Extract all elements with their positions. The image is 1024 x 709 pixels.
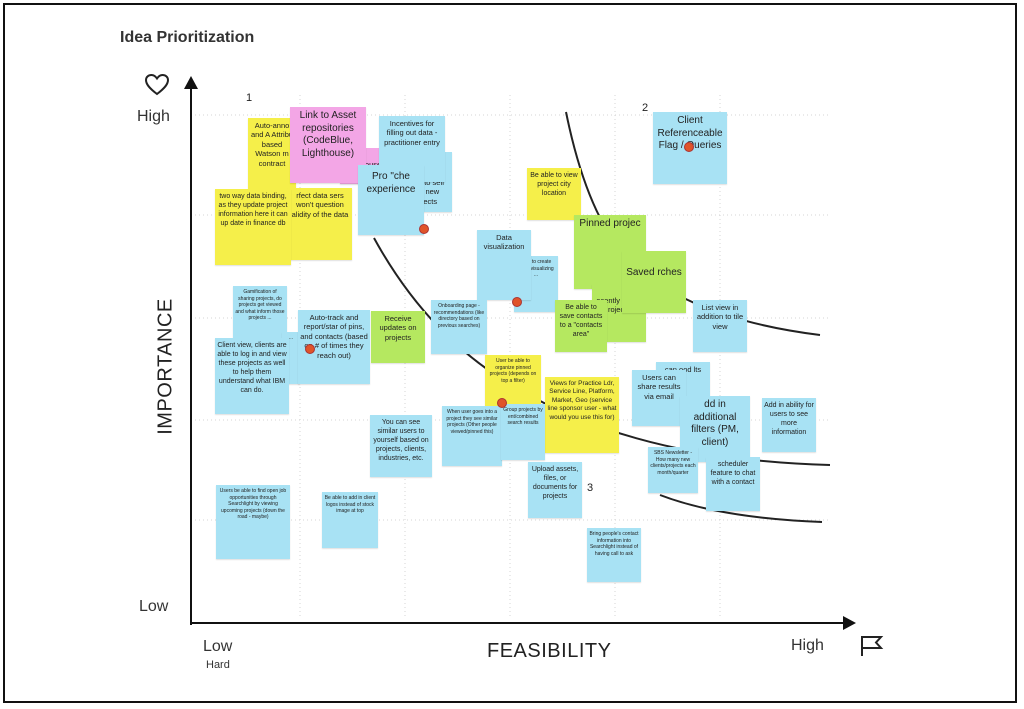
sticky-note[interactable]: rfect data sers won't question alidity o… bbox=[288, 188, 352, 260]
sticky-note[interactable]: Gamification of sharing projects, do pro… bbox=[233, 286, 287, 340]
sticky-note[interactable]: You can see similar users to yourself ba… bbox=[370, 415, 432, 477]
sticky-note[interactable]: User be able to organize pinned projects… bbox=[485, 355, 541, 411]
curve-bottom bbox=[659, 494, 823, 523]
y-axis-title: IMPORTANCE bbox=[154, 298, 177, 435]
sticky-note[interactable]: Users be able to find open job opportuni… bbox=[216, 485, 290, 559]
x-axis bbox=[191, 622, 846, 624]
vote-dot bbox=[305, 344, 315, 354]
x-low-label: Low bbox=[203, 638, 233, 655]
sticky-note[interactable]: Group projects by ent/combined search re… bbox=[501, 404, 545, 460]
sticky-note[interactable]: When user goes into a project they see s… bbox=[442, 406, 502, 466]
sticky-note[interactable]: List view in addition to tile view bbox=[693, 300, 747, 352]
y-high-label: High bbox=[137, 108, 170, 125]
sticky-note[interactable]: Onboarding page - recommendations (like … bbox=[431, 300, 487, 354]
vote-dot bbox=[684, 142, 694, 152]
quadrant-label-2: 2 bbox=[642, 102, 649, 114]
sticky-note[interactable]: SBS Newsletter - How many new clients/pr… bbox=[648, 447, 698, 493]
sticky-note[interactable]: Be able to add in client logos instead o… bbox=[322, 492, 378, 548]
quadrant-label-3: 3 bbox=[587, 482, 594, 494]
heart-icon bbox=[145, 74, 169, 96]
sticky-note[interactable]: Data visualization bbox=[477, 230, 531, 300]
sticky-note[interactable]: Views for Practice Ldr, Service Line, Pl… bbox=[545, 377, 619, 453]
sticky-note[interactable]: Link to Asset repositories (CodeBlue, Li… bbox=[290, 107, 366, 183]
sticky-note[interactable]: Be able to save contacts to a "contacts … bbox=[555, 300, 607, 352]
sticky-note[interactable]: Receive updates on projects bbox=[371, 311, 425, 363]
page-title: Idea Prioritization bbox=[120, 29, 255, 46]
quadrant-label-1: 1 bbox=[246, 92, 253, 104]
sticky-note[interactable]: two way data binding, as they update pro… bbox=[215, 189, 291, 265]
x-low-sublabel: Hard bbox=[206, 659, 230, 671]
y-low-label: Low bbox=[139, 598, 169, 615]
sticky-note[interactable]: Saved rches bbox=[622, 251, 686, 313]
sticky-note[interactable]: Upload assets, files, or documents for p… bbox=[528, 462, 582, 518]
sticky-note[interactable]: Users can share results via email bbox=[632, 370, 686, 426]
vote-dot bbox=[419, 224, 429, 234]
sticky-note[interactable]: scheduler feature to chat with a contact bbox=[706, 457, 760, 511]
sticky-note[interactable]: Auto-anno and A Attribu based Watson m c… bbox=[248, 118, 296, 190]
sticky-note[interactable]: Add in ability for users to see more inf… bbox=[762, 398, 816, 452]
sticky-note[interactable]: Be able to view project city location bbox=[527, 168, 581, 220]
vote-dot bbox=[512, 297, 522, 307]
sticky-note[interactable]: Pro "che experience bbox=[358, 165, 424, 235]
x-axis-title: FEASIBILITY bbox=[487, 640, 612, 662]
y-axis-arrow bbox=[184, 76, 198, 89]
vote-dot bbox=[497, 398, 507, 408]
sticky-note[interactable]: Client view, clients are able to log in … bbox=[215, 338, 289, 414]
x-axis-arrow bbox=[843, 616, 856, 630]
y-axis bbox=[190, 85, 192, 625]
flag-icon bbox=[861, 636, 884, 656]
x-high-label: High bbox=[791, 637, 824, 654]
sticky-note[interactable]: Bring people's contact information into … bbox=[587, 528, 641, 582]
